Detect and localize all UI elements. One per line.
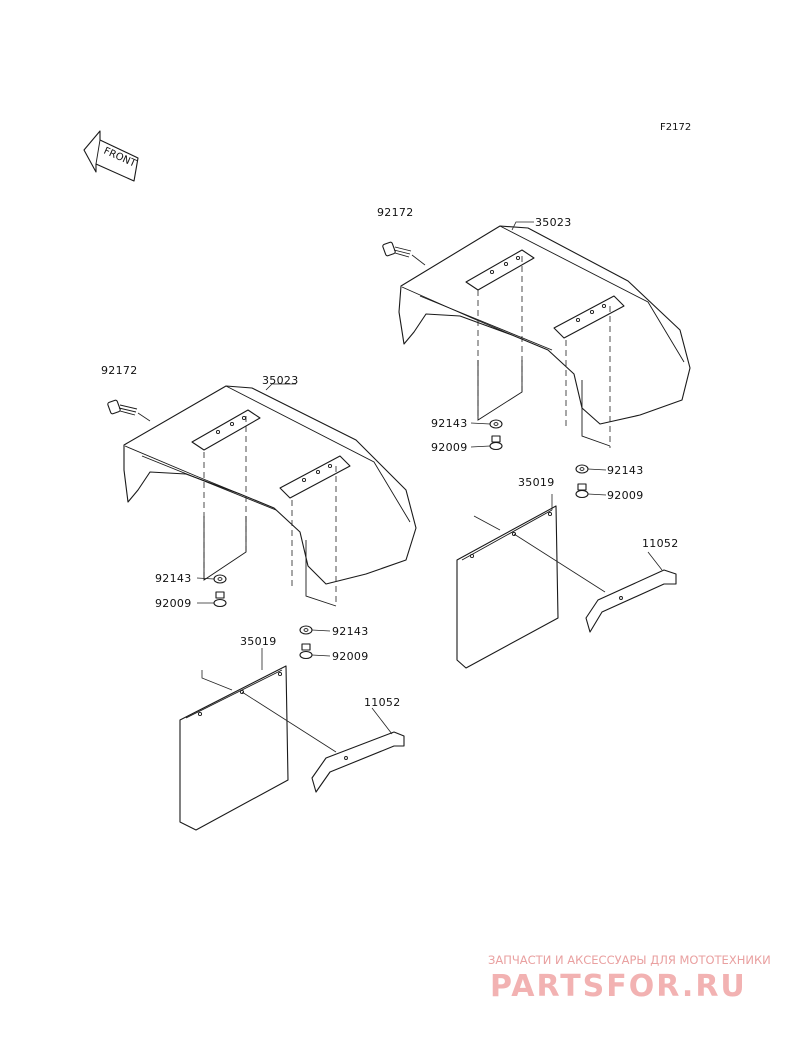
label-left-92143-a: 92143 xyxy=(155,572,192,585)
label-right-92143-a: 92143 xyxy=(431,417,468,430)
right-bolt-a xyxy=(470,435,503,451)
label-left-35019: 35019 xyxy=(240,635,277,648)
left-assembly xyxy=(107,383,417,831)
left-bolt-a xyxy=(197,591,227,608)
left-mudflap-35019 xyxy=(179,648,337,831)
left-washer-a xyxy=(196,574,227,584)
right-fender-35023 xyxy=(398,221,691,448)
front-arrow-icon: FRONT xyxy=(83,130,139,182)
left-bolt-b xyxy=(299,643,331,660)
label-right-35023: 35023 xyxy=(535,216,572,229)
right-bolt-92172 xyxy=(382,241,426,266)
label-left-92143-b: 92143 xyxy=(332,625,369,638)
label-right-11052: 11052 xyxy=(642,537,679,550)
right-assembly xyxy=(382,221,691,669)
left-bolt-92172 xyxy=(107,399,151,422)
label-left-11052: 11052 xyxy=(364,696,401,709)
label-right-35019: 35019 xyxy=(518,476,555,489)
watermark-site: PARTSFOR.RU xyxy=(490,969,747,1004)
right-bolt-b xyxy=(575,483,607,499)
label-left-92009-b: 92009 xyxy=(332,650,369,663)
label-left-92172: 92172 xyxy=(101,364,138,377)
label-left-92009-a: 92009 xyxy=(155,597,192,610)
watermark-tagline: ЗАПЧАСТИ И АКСЕССУАРЫ ДЛЯ МОТОТЕХНИКИ xyxy=(488,953,771,967)
label-left-35023: 35023 xyxy=(262,374,299,387)
label-right-92009-b: 92009 xyxy=(607,489,644,502)
right-bracket-11052 xyxy=(585,551,677,633)
right-washer-b xyxy=(575,464,607,474)
figure-code: F2172 xyxy=(660,122,691,133)
label-right-92143-b: 92143 xyxy=(607,464,644,477)
right-washer-a xyxy=(470,419,503,429)
left-washer-b xyxy=(299,625,331,635)
label-right-92009-a: 92009 xyxy=(431,441,468,454)
left-bracket-11052 xyxy=(311,707,405,793)
right-mudflap-35019 xyxy=(456,494,606,669)
left-fender-35023 xyxy=(123,383,417,607)
label-right-92172: 92172 xyxy=(377,206,414,219)
